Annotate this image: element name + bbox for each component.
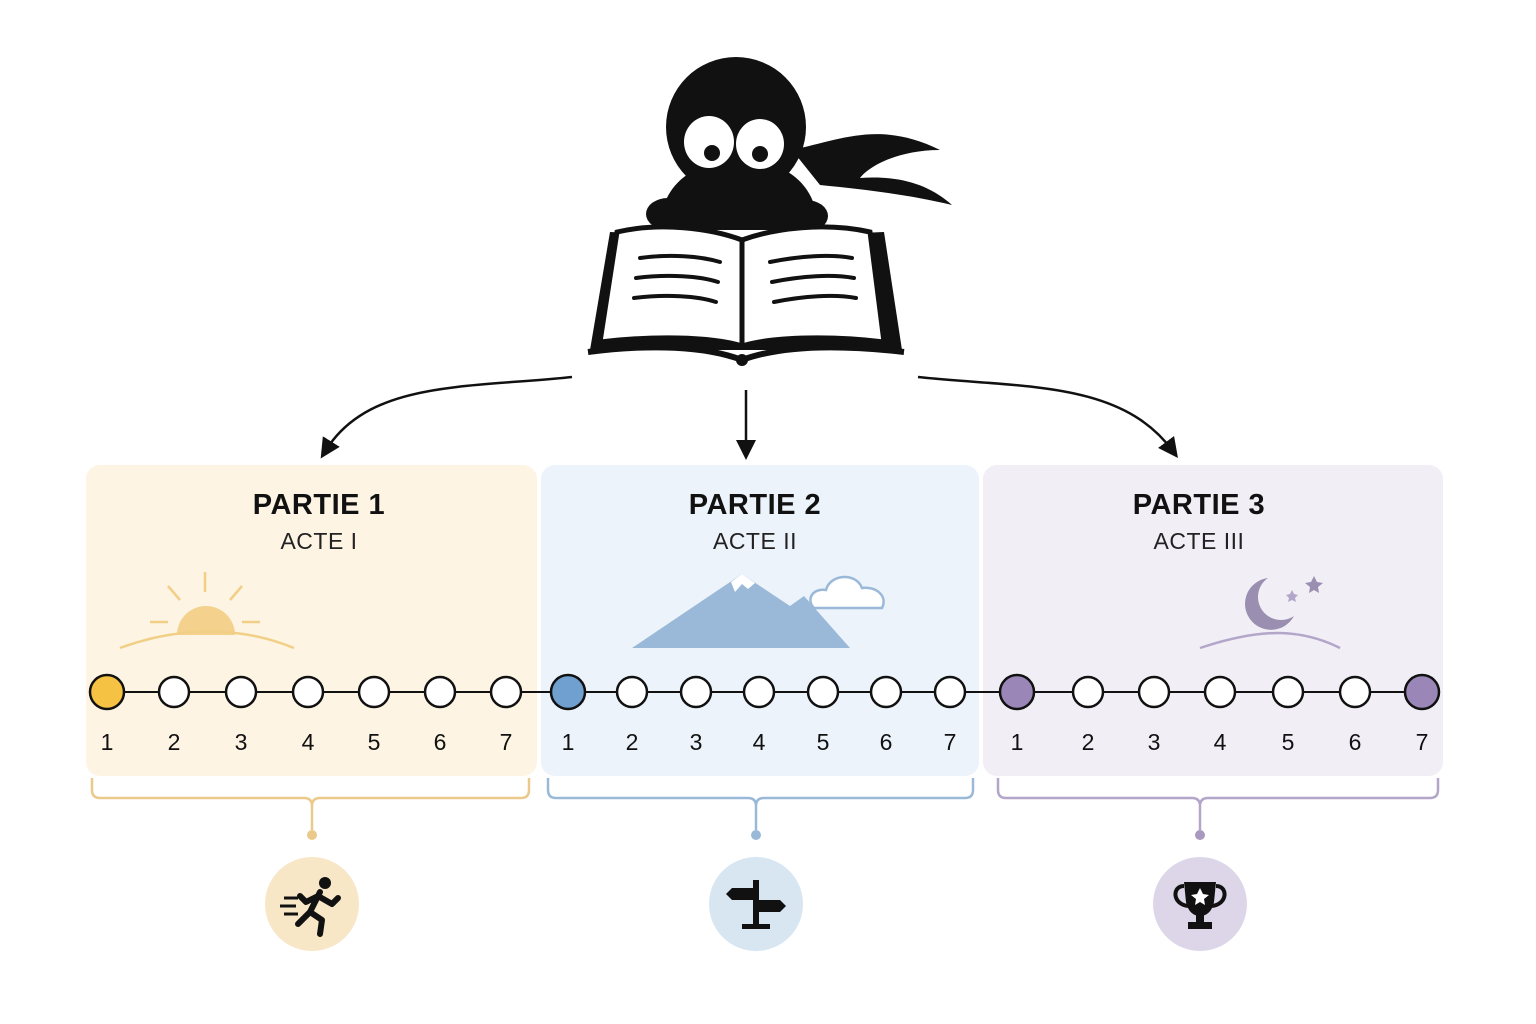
timeline-node-part-2-step-2: [615, 675, 649, 709]
panel-headings: PARTIE 1 ACTE I PARTIE 2 ACTE II PARTIE …: [253, 489, 1265, 554]
part-1-subtitle: ACTE I: [280, 528, 357, 554]
timeline-node-part-2-step-5: [806, 675, 840, 709]
arrow-to-part-3: [917, 375, 1178, 459]
timeline-node-part-3-step-3: [1137, 675, 1171, 709]
step-number-part-3-step-3: 3: [1148, 729, 1161, 755]
step-number-part-1-step-7: 7: [500, 729, 513, 755]
timeline-node-part-2-step-6: [869, 675, 903, 709]
step-number-part-1-step-4: 4: [302, 729, 315, 755]
timeline-node-part-2-step-4: [742, 675, 776, 709]
part-2-subtitle: ACTE II: [713, 528, 797, 554]
signpost-icon: [709, 857, 803, 951]
step-number-part-2-step-2: 2: [626, 729, 639, 755]
step-number-part-2-step-1: 1: [562, 729, 575, 755]
timeline-node-part-1-step-4: [291, 675, 325, 709]
step-number-part-2-step-3: 3: [690, 729, 703, 755]
step-number-part-3-step-1: 1: [1011, 729, 1024, 755]
timeline: 1 2 3 4 5 6 7 1 2 3 4 5 6 7 1 2 3 4 5 6 7: [88, 673, 1441, 755]
timeline-node-part-1-step-2: [157, 675, 191, 709]
timeline-node-part-1-step-3: [224, 675, 258, 709]
mountain-cloud-icon: [632, 574, 885, 648]
step-number-part-1-step-2: 2: [168, 729, 181, 755]
timeline-node-part-2-step-1: [549, 673, 587, 711]
step-number-part-3-step-7: 7: [1416, 729, 1429, 755]
timeline-node-part-3-step-1: [998, 673, 1036, 711]
flow-arrows: [320, 375, 1178, 460]
step-number-part-2-step-4: 4: [753, 729, 766, 755]
step-number-part-1-step-6: 6: [434, 729, 447, 755]
running-person-icon: [265, 857, 359, 951]
arrow-to-part-1: [320, 375, 573, 459]
step-number-part-2-step-5: 5: [817, 729, 830, 755]
step-number-part-3-step-5: 5: [1282, 729, 1295, 755]
bracket-part-3: [996, 778, 1440, 830]
timeline-node-part-3-step-2: [1071, 675, 1105, 709]
panel-brackets: [90, 778, 1440, 840]
part-3-subtitle: ACTE III: [1154, 528, 1245, 554]
timeline-node-part-3-step-4: [1203, 675, 1237, 709]
part-2-title: PARTIE 2: [689, 489, 821, 521]
bracket-part-1: [90, 778, 531, 830]
part-1-title: PARTIE 1: [253, 489, 385, 521]
timeline-node-part-3-step-7: [1403, 673, 1441, 711]
step-number-part-2-step-6: 6: [880, 729, 893, 755]
step-number-part-1-step-5: 5: [368, 729, 381, 755]
step-number-part-3-step-4: 4: [1214, 729, 1227, 755]
timeline-node-part-1-step-1: [88, 673, 126, 711]
timeline-node-part-1-step-5: [357, 675, 391, 709]
timeline-node-part-1-step-7: [489, 675, 523, 709]
timeline-node-part-2-step-3: [679, 675, 713, 709]
timeline-node-part-3-step-5: [1271, 675, 1305, 709]
step-number-part-1-step-3: 3: [235, 729, 248, 755]
timeline-node-part-2-step-7: [933, 675, 967, 709]
step-number-part-3-step-2: 2: [1082, 729, 1095, 755]
panel-part-1-bg: [86, 465, 537, 776]
timeline-node-part-3-step-6: [1338, 675, 1372, 709]
timeline-node-part-1-step-6: [423, 675, 457, 709]
bracket-part-2: [546, 778, 975, 830]
sunrise-icon: [119, 572, 295, 650]
step-number-part-2-step-7: 7: [944, 729, 957, 755]
part-3-title: PARTIE 3: [1133, 489, 1265, 521]
step-number-part-3-step-6: 6: [1349, 729, 1362, 755]
trophy-icon: [1153, 857, 1247, 951]
moon-stars-icon: [1199, 576, 1341, 650]
octopus-reading-book-icon: [587, 57, 952, 366]
step-number-part-1-step-1: 1: [101, 729, 114, 755]
